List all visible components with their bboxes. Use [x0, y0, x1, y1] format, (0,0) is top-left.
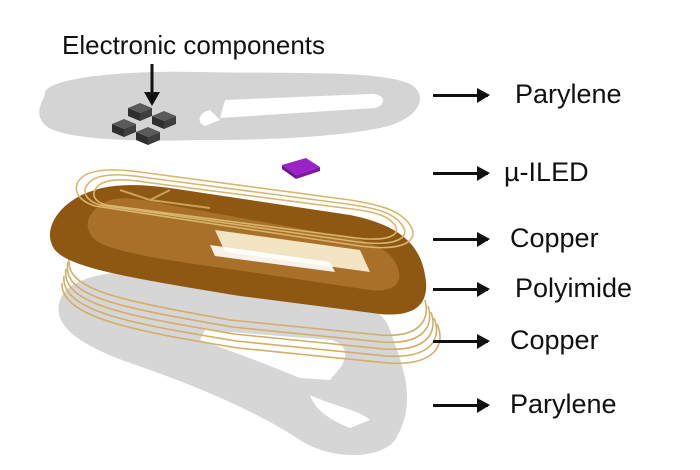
arrow-polyimide	[433, 282, 490, 297]
callout-arrow	[144, 64, 160, 106]
parylene-top-layer	[39, 71, 420, 141]
callout-electronic-components: Electronic components	[62, 30, 326, 60]
component-chip	[136, 127, 160, 145]
arrow-copper-bottom	[433, 334, 490, 349]
arrow-parylene-top	[433, 88, 490, 103]
arrow-micro-iled	[433, 166, 490, 181]
label-parylene-bottom: Parylene	[510, 389, 617, 419]
component-chip	[128, 103, 152, 121]
label-micro-iled: µ-ILED	[504, 157, 589, 187]
micro-iled-chip	[282, 158, 320, 179]
component-chip	[112, 119, 136, 137]
copper-bottom-layer	[61, 254, 441, 364]
arrow-parylene-bottom	[433, 398, 490, 413]
parylene-bottom-layer	[58, 270, 408, 455]
label-polyimide: Polyimide	[515, 273, 633, 303]
electronic-components	[112, 103, 176, 145]
label-parylene-top: Parylene	[515, 79, 622, 109]
label-copper-top: Copper	[510, 223, 599, 253]
copper-top-layer	[75, 169, 414, 249]
polyimide-layer	[49, 185, 427, 315]
component-chip	[152, 111, 176, 129]
label-copper-bottom: Copper	[510, 325, 599, 355]
arrow-copper-top	[433, 232, 490, 247]
